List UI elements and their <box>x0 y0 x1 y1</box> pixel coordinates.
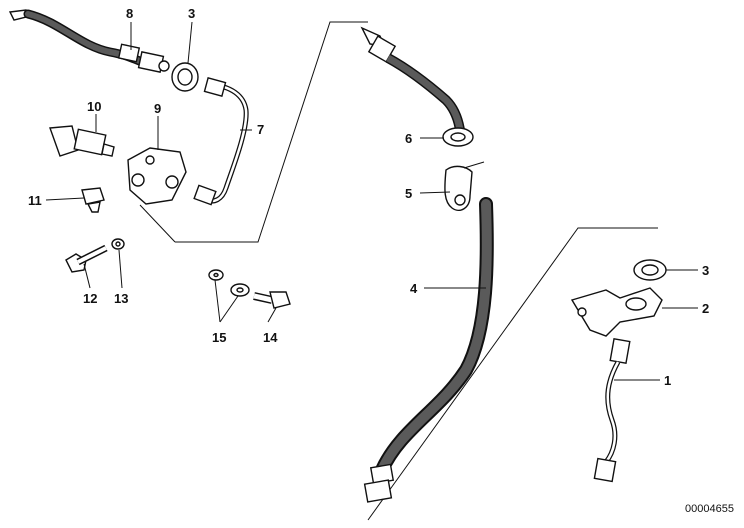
callout-1: 1 <box>664 373 671 388</box>
callout-8: 8 <box>126 6 133 21</box>
callout-10: 10 <box>87 99 101 114</box>
group-frame-upper <box>175 21 368 243</box>
callout-3-lower: 3 <box>702 263 709 278</box>
leader-lines <box>45 21 698 381</box>
brake-light-switch-icon <box>49 125 115 157</box>
plug-screw-icon <box>81 187 105 213</box>
callout-14: 14 <box>263 330 278 345</box>
hex-bolt-icon <box>253 291 291 309</box>
grommet-icon <box>633 259 667 281</box>
callout-15: 15 <box>212 330 226 345</box>
brake-hose-icon <box>363 197 494 503</box>
callout-11: 11 <box>28 193 42 208</box>
callout-4: 4 <box>410 281 418 296</box>
distributor-block-icon <box>127 147 187 205</box>
grommet-icon <box>171 62 199 92</box>
group-frame-connector <box>139 204 176 243</box>
callout-9: 9 <box>154 101 161 116</box>
callout-6: 6 <box>405 131 412 146</box>
hex-bolt-icon <box>65 244 108 273</box>
washer-icon <box>111 238 125 250</box>
brake-line-icon <box>360 26 465 131</box>
callout-12: 12 <box>83 291 97 306</box>
callout-2: 2 <box>702 301 709 316</box>
document-id: 00004655 <box>685 503 734 515</box>
hose-clip-icon <box>444 161 485 212</box>
callout-13: 13 <box>114 291 128 306</box>
brake-pipe-lower-icon <box>593 337 631 483</box>
mounting-bracket-icon <box>570 287 663 337</box>
callout-3-upper: 3 <box>188 6 195 21</box>
washer-icon <box>208 269 250 297</box>
brake-pipe-icon <box>193 77 249 206</box>
brake-line-icon <box>8 9 170 73</box>
grommet-icon <box>442 127 474 147</box>
group-frame-lower <box>367 227 658 521</box>
callout-5: 5 <box>405 186 412 201</box>
callout-7: 7 <box>257 122 264 137</box>
